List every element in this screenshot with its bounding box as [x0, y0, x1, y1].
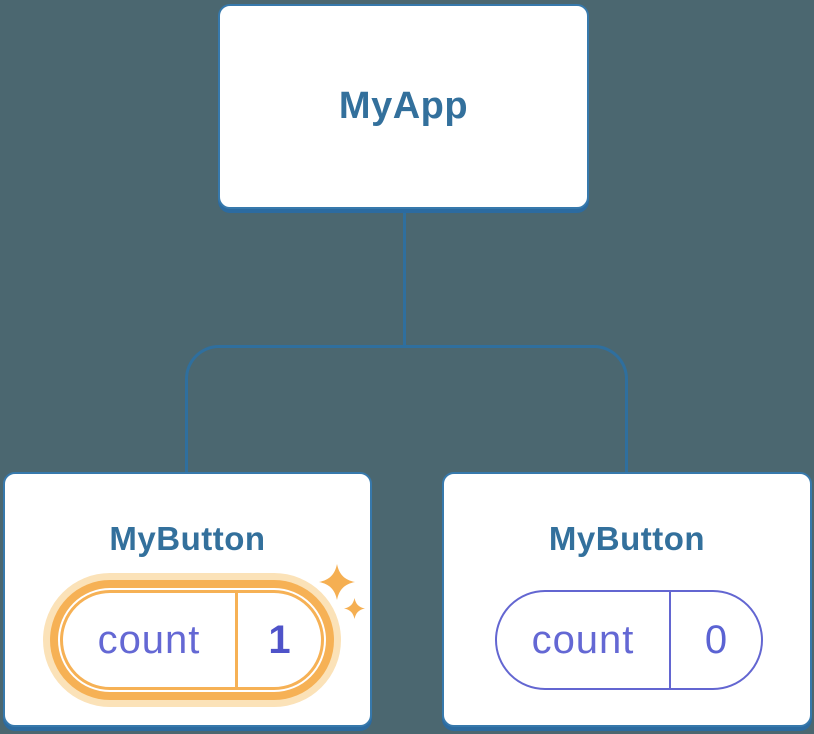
state-value-label: 0 — [704, 617, 728, 662]
state-key-section: count — [497, 592, 669, 688]
state-key-label: count — [531, 617, 635, 662]
sparkle-icon — [319, 564, 355, 600]
node-title-mybutton-1: MyButton — [109, 520, 266, 557]
node-card-myapp: MyApp — [218, 4, 589, 209]
state-key-label: count — [97, 617, 201, 662]
node-title-myapp: MyApp — [338, 85, 469, 127]
state-value-label: 1 — [268, 617, 291, 662]
node-title-mybutton-2: MyButton — [548, 520, 706, 557]
node-card-mybutton-2: MyButton count 0 — [442, 472, 812, 727]
state-value-section: 0 — [671, 592, 761, 688]
state-pill-highlighted: count 1 — [60, 590, 324, 690]
state-pill-divider — [235, 593, 238, 687]
node-card-mybutton-1: MyButton count 1 — [3, 472, 372, 727]
connector-branch — [185, 345, 628, 475]
state-pill-plain: count 0 — [495, 590, 763, 690]
state-key-section: count — [63, 593, 235, 687]
connector-root-stem — [403, 209, 406, 347]
state-pill-divider — [669, 592, 671, 688]
sparkle-icon — [344, 598, 365, 619]
state-value-section: 1 — [238, 593, 321, 687]
